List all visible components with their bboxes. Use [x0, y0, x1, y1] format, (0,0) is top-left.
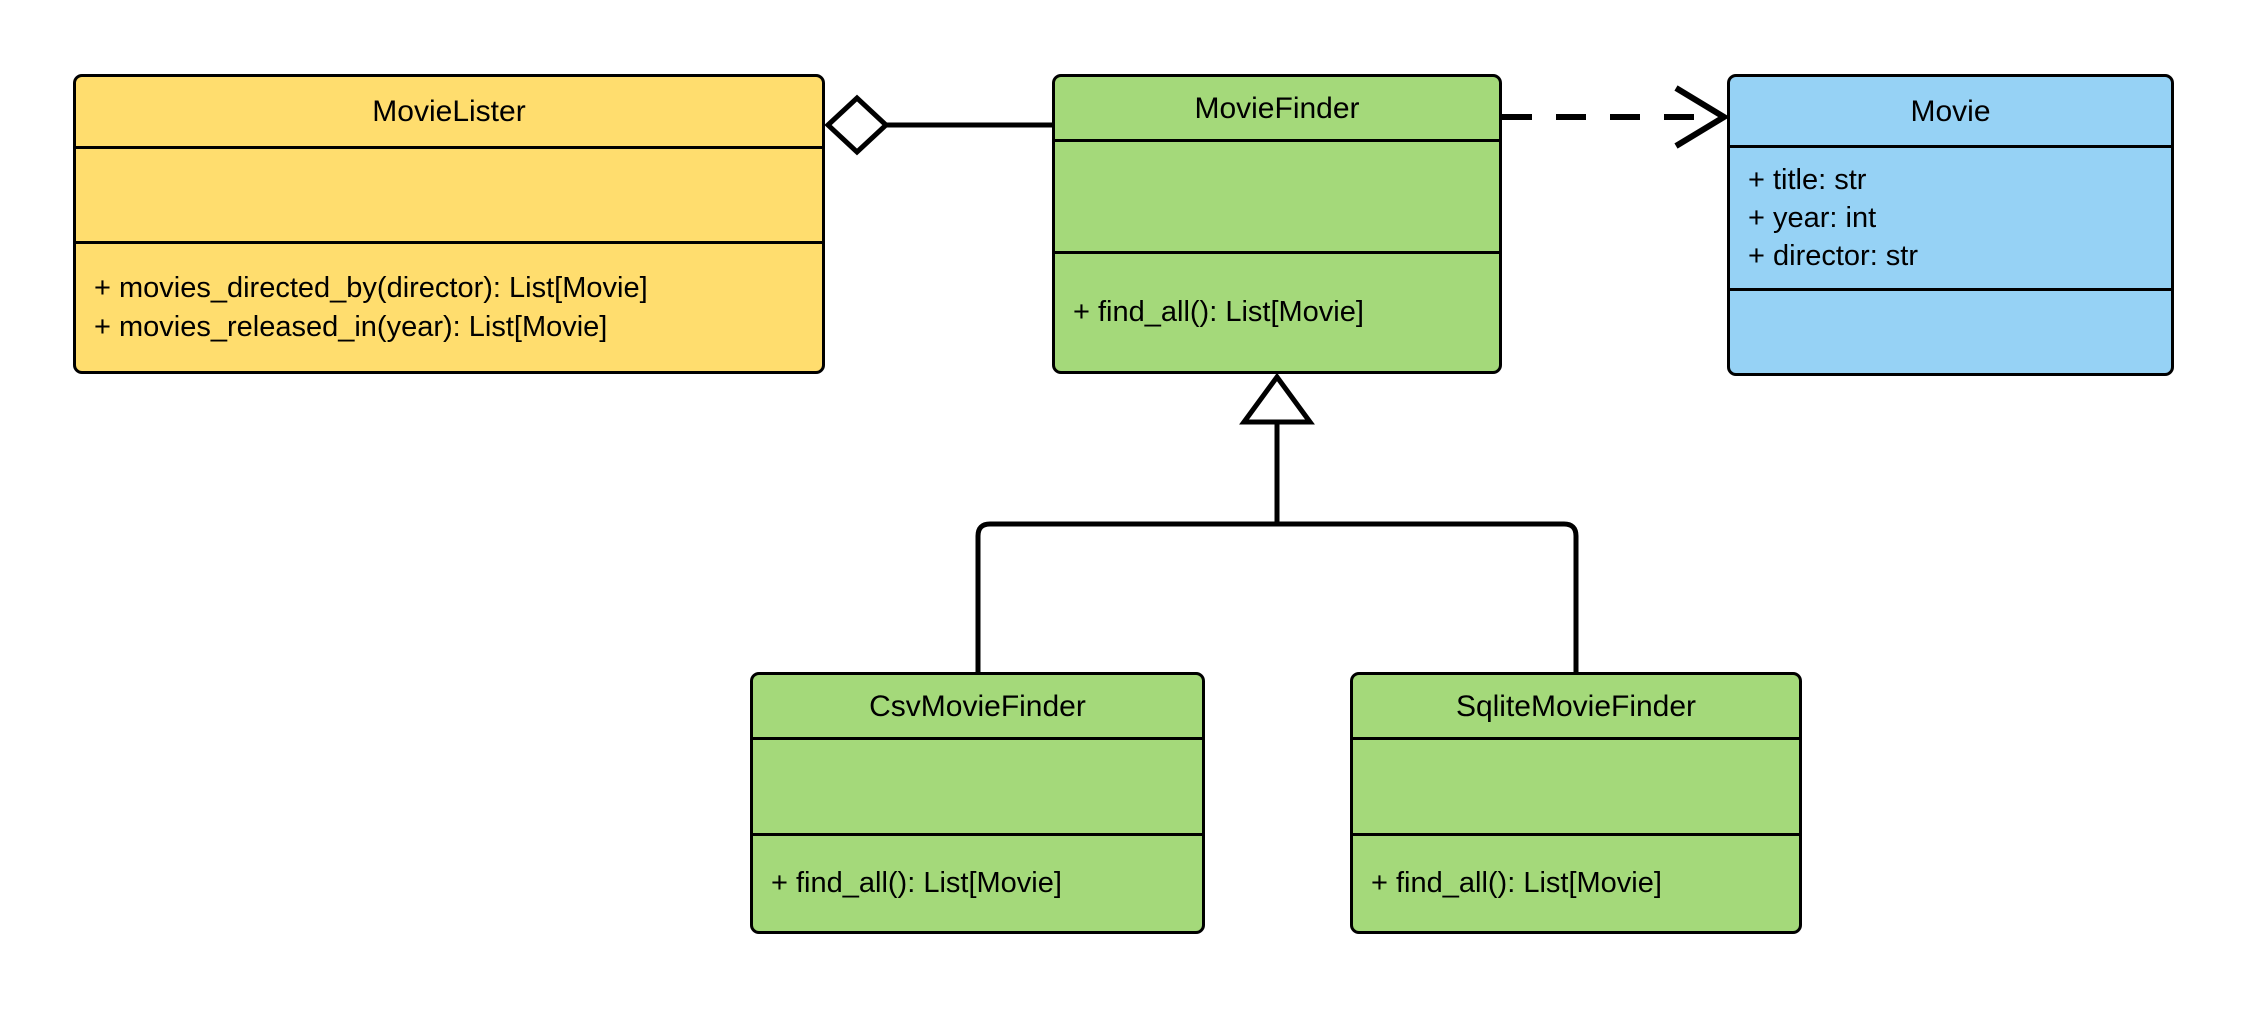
class-attributes-compartment [753, 737, 1202, 833]
class-title: Movie [1910, 94, 1991, 128]
class-box-sqlite-movie-finder[interactable]: SqliteMovieFinder + find_all(): List[Mov… [1350, 672, 1802, 934]
hollow-diamond-marker [824, 94, 890, 156]
class-operations-compartment: + find_all(): List[Movie] [1055, 251, 1499, 371]
operation-item: + movies_released_in(year): List[Movie] [94, 310, 608, 343]
open-arrow-marker [1674, 85, 1730, 149]
class-attributes-compartment [1353, 737, 1799, 833]
generalization-tree [975, 372, 1579, 672]
class-attributes-compartment: + title: str + year: int + director: str [1730, 145, 2171, 288]
generalization-branch [975, 521, 1579, 672]
class-box-csv-movie-finder[interactable]: CsvMovieFinder + find_all(): List[Movie] [750, 672, 1205, 934]
class-name-compartment: Movie [1730, 77, 2171, 145]
class-name-compartment: SqliteMovieFinder [1353, 675, 1799, 737]
class-name-compartment: MovieLister [76, 77, 822, 146]
attribute-item: + title: str [1748, 163, 1867, 196]
operation-item: + find_all(): List[Movie] [1371, 867, 1662, 900]
class-box-movie-lister[interactable]: MovieLister + movies_directed_by(directo… [73, 74, 825, 374]
class-operations-compartment: + movies_directed_by(director): List[Mov… [76, 241, 822, 371]
class-attributes-compartment [76, 146, 822, 241]
class-title: MovieLister [372, 95, 526, 128]
class-title: SqliteMovieFinder [1455, 689, 1697, 723]
class-box-movie-finder[interactable]: MovieFinder + find_all(): List[Movie] [1052, 74, 1502, 374]
hollow-triangle-marker [1239, 372, 1315, 425]
aggregation-lister-finder [824, 94, 1052, 156]
operation-item: + find_all(): List[Movie] [771, 867, 1062, 900]
operation-item: + movies_directed_by(director): List[Mov… [94, 272, 648, 305]
class-operations-compartment: + find_all(): List[Movie] [1353, 833, 1799, 931]
operation-item: + find_all(): List[Movie] [1073, 296, 1364, 329]
class-name-compartment: CsvMovieFinder [753, 675, 1202, 737]
class-name-compartment: MovieFinder [1055, 77, 1499, 139]
class-title: CsvMovieFinder [869, 689, 1086, 723]
attribute-item: + director: str [1748, 240, 1919, 273]
class-operations-compartment [1730, 288, 2171, 373]
dependency-finder-movie [1502, 85, 1730, 149]
attribute-item: + year: int [1748, 201, 1877, 234]
class-box-movie[interactable]: Movie + title: str + year: int + directo… [1727, 74, 2174, 376]
class-operations-compartment: + find_all(): List[Movie] [753, 833, 1202, 931]
class-title: MovieFinder [1194, 91, 1360, 125]
class-attributes-compartment [1055, 139, 1499, 251]
